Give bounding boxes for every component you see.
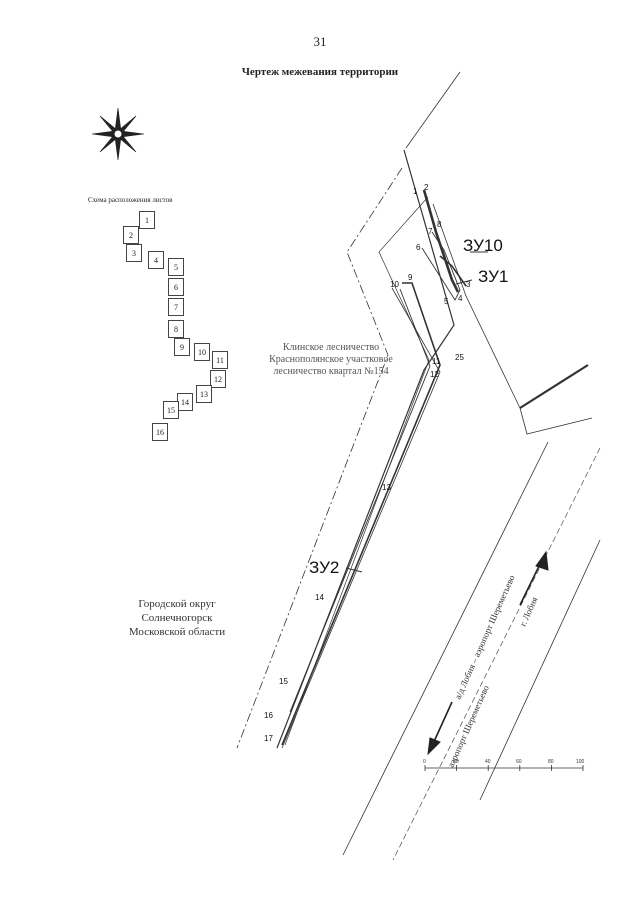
point-label: 25 bbox=[455, 353, 464, 362]
sheet-cell: 13 bbox=[196, 385, 212, 403]
plot-label-zu2: ЗУ2 bbox=[309, 558, 339, 577]
scale-tick: 100 bbox=[576, 759, 585, 765]
plot-zu2-outline bbox=[281, 282, 441, 746]
plot-label-zu1: ЗУ1 bbox=[478, 267, 508, 286]
compass-rose-icon bbox=[91, 107, 145, 161]
point-label: 9 bbox=[408, 273, 413, 282]
sheet-cell: 6 bbox=[168, 278, 184, 296]
road-line-right bbox=[392, 447, 601, 861]
scale-tick: 40 bbox=[485, 759, 491, 765]
point-label: 12 bbox=[430, 370, 439, 379]
plot-label-zu10: ЗУ10 bbox=[463, 236, 503, 255]
road-label-lobnya: г. Лобня bbox=[518, 595, 540, 627]
corridor-line-inner bbox=[281, 287, 441, 749]
inner-boundary-line bbox=[284, 196, 430, 746]
page-number: 31 bbox=[313, 34, 327, 49]
point-label: 8 bbox=[437, 220, 442, 229]
scale-tick: 0 bbox=[423, 759, 426, 765]
point-label: 3 bbox=[466, 280, 471, 289]
plot-zu1-outline bbox=[421, 231, 461, 301]
sheet-cell: 10 bbox=[194, 343, 210, 361]
drawing-title: Чертеж межевания территории bbox=[241, 66, 399, 78]
scale-bar bbox=[424, 765, 584, 771]
point-label: 17 bbox=[264, 734, 273, 743]
scale-tick: 20 bbox=[453, 759, 459, 765]
scale-tick: 60 bbox=[516, 759, 522, 765]
forest-boundary-line bbox=[236, 167, 403, 749]
point-label: 4 bbox=[458, 294, 463, 303]
upper-boundary-line bbox=[405, 71, 461, 149]
corridor-line bbox=[276, 149, 455, 749]
road-label-main: а/д Лобня – аэропорт Шереметьево bbox=[453, 573, 517, 701]
sheet-cell: 1 bbox=[139, 211, 155, 229]
sheet-cell: 16 bbox=[152, 423, 168, 441]
right-boundary-line bbox=[432, 203, 521, 409]
point-label: 2 bbox=[424, 183, 429, 192]
road-line-left bbox=[342, 441, 549, 856]
point-label: 15 bbox=[279, 677, 288, 686]
road-line-outer bbox=[479, 539, 601, 801]
point-label: 5 bbox=[444, 297, 449, 306]
sheet-cell: 5 bbox=[168, 258, 184, 276]
notch-line bbox=[519, 407, 593, 435]
point-label: 6 bbox=[416, 243, 421, 252]
sheet-cell: 7 bbox=[168, 298, 184, 316]
plot-zu10-outline bbox=[422, 189, 460, 293]
point-label: 13 bbox=[382, 483, 391, 492]
scale-tick: 80 bbox=[548, 759, 554, 765]
point-label: 16 bbox=[264, 711, 273, 720]
point-label: 11 bbox=[432, 357, 441, 366]
sheet-cell: 8 bbox=[168, 320, 184, 338]
sheet-cell: 15 bbox=[163, 401, 179, 419]
point-label: 14 bbox=[315, 593, 324, 602]
point-label: 1 bbox=[413, 187, 418, 196]
sheet-cell: 4 bbox=[148, 251, 164, 269]
sheet-scheme-title: Схема расположения листов bbox=[88, 196, 173, 204]
sheet-cell: 3 bbox=[126, 244, 142, 262]
sheet-cell: 2 bbox=[123, 226, 139, 244]
point-label: 7 bbox=[428, 227, 433, 236]
sheet-cell: 11 bbox=[212, 351, 228, 369]
district-label: Городской округ Солнечногорск Московской… bbox=[128, 598, 226, 638]
point-label: 10 bbox=[390, 280, 399, 289]
sheet-cell: 12 bbox=[210, 370, 226, 388]
sheet-cell: 9 bbox=[174, 338, 190, 356]
forest-label: Клинское лесничество Краснополянское уча… bbox=[269, 342, 393, 377]
